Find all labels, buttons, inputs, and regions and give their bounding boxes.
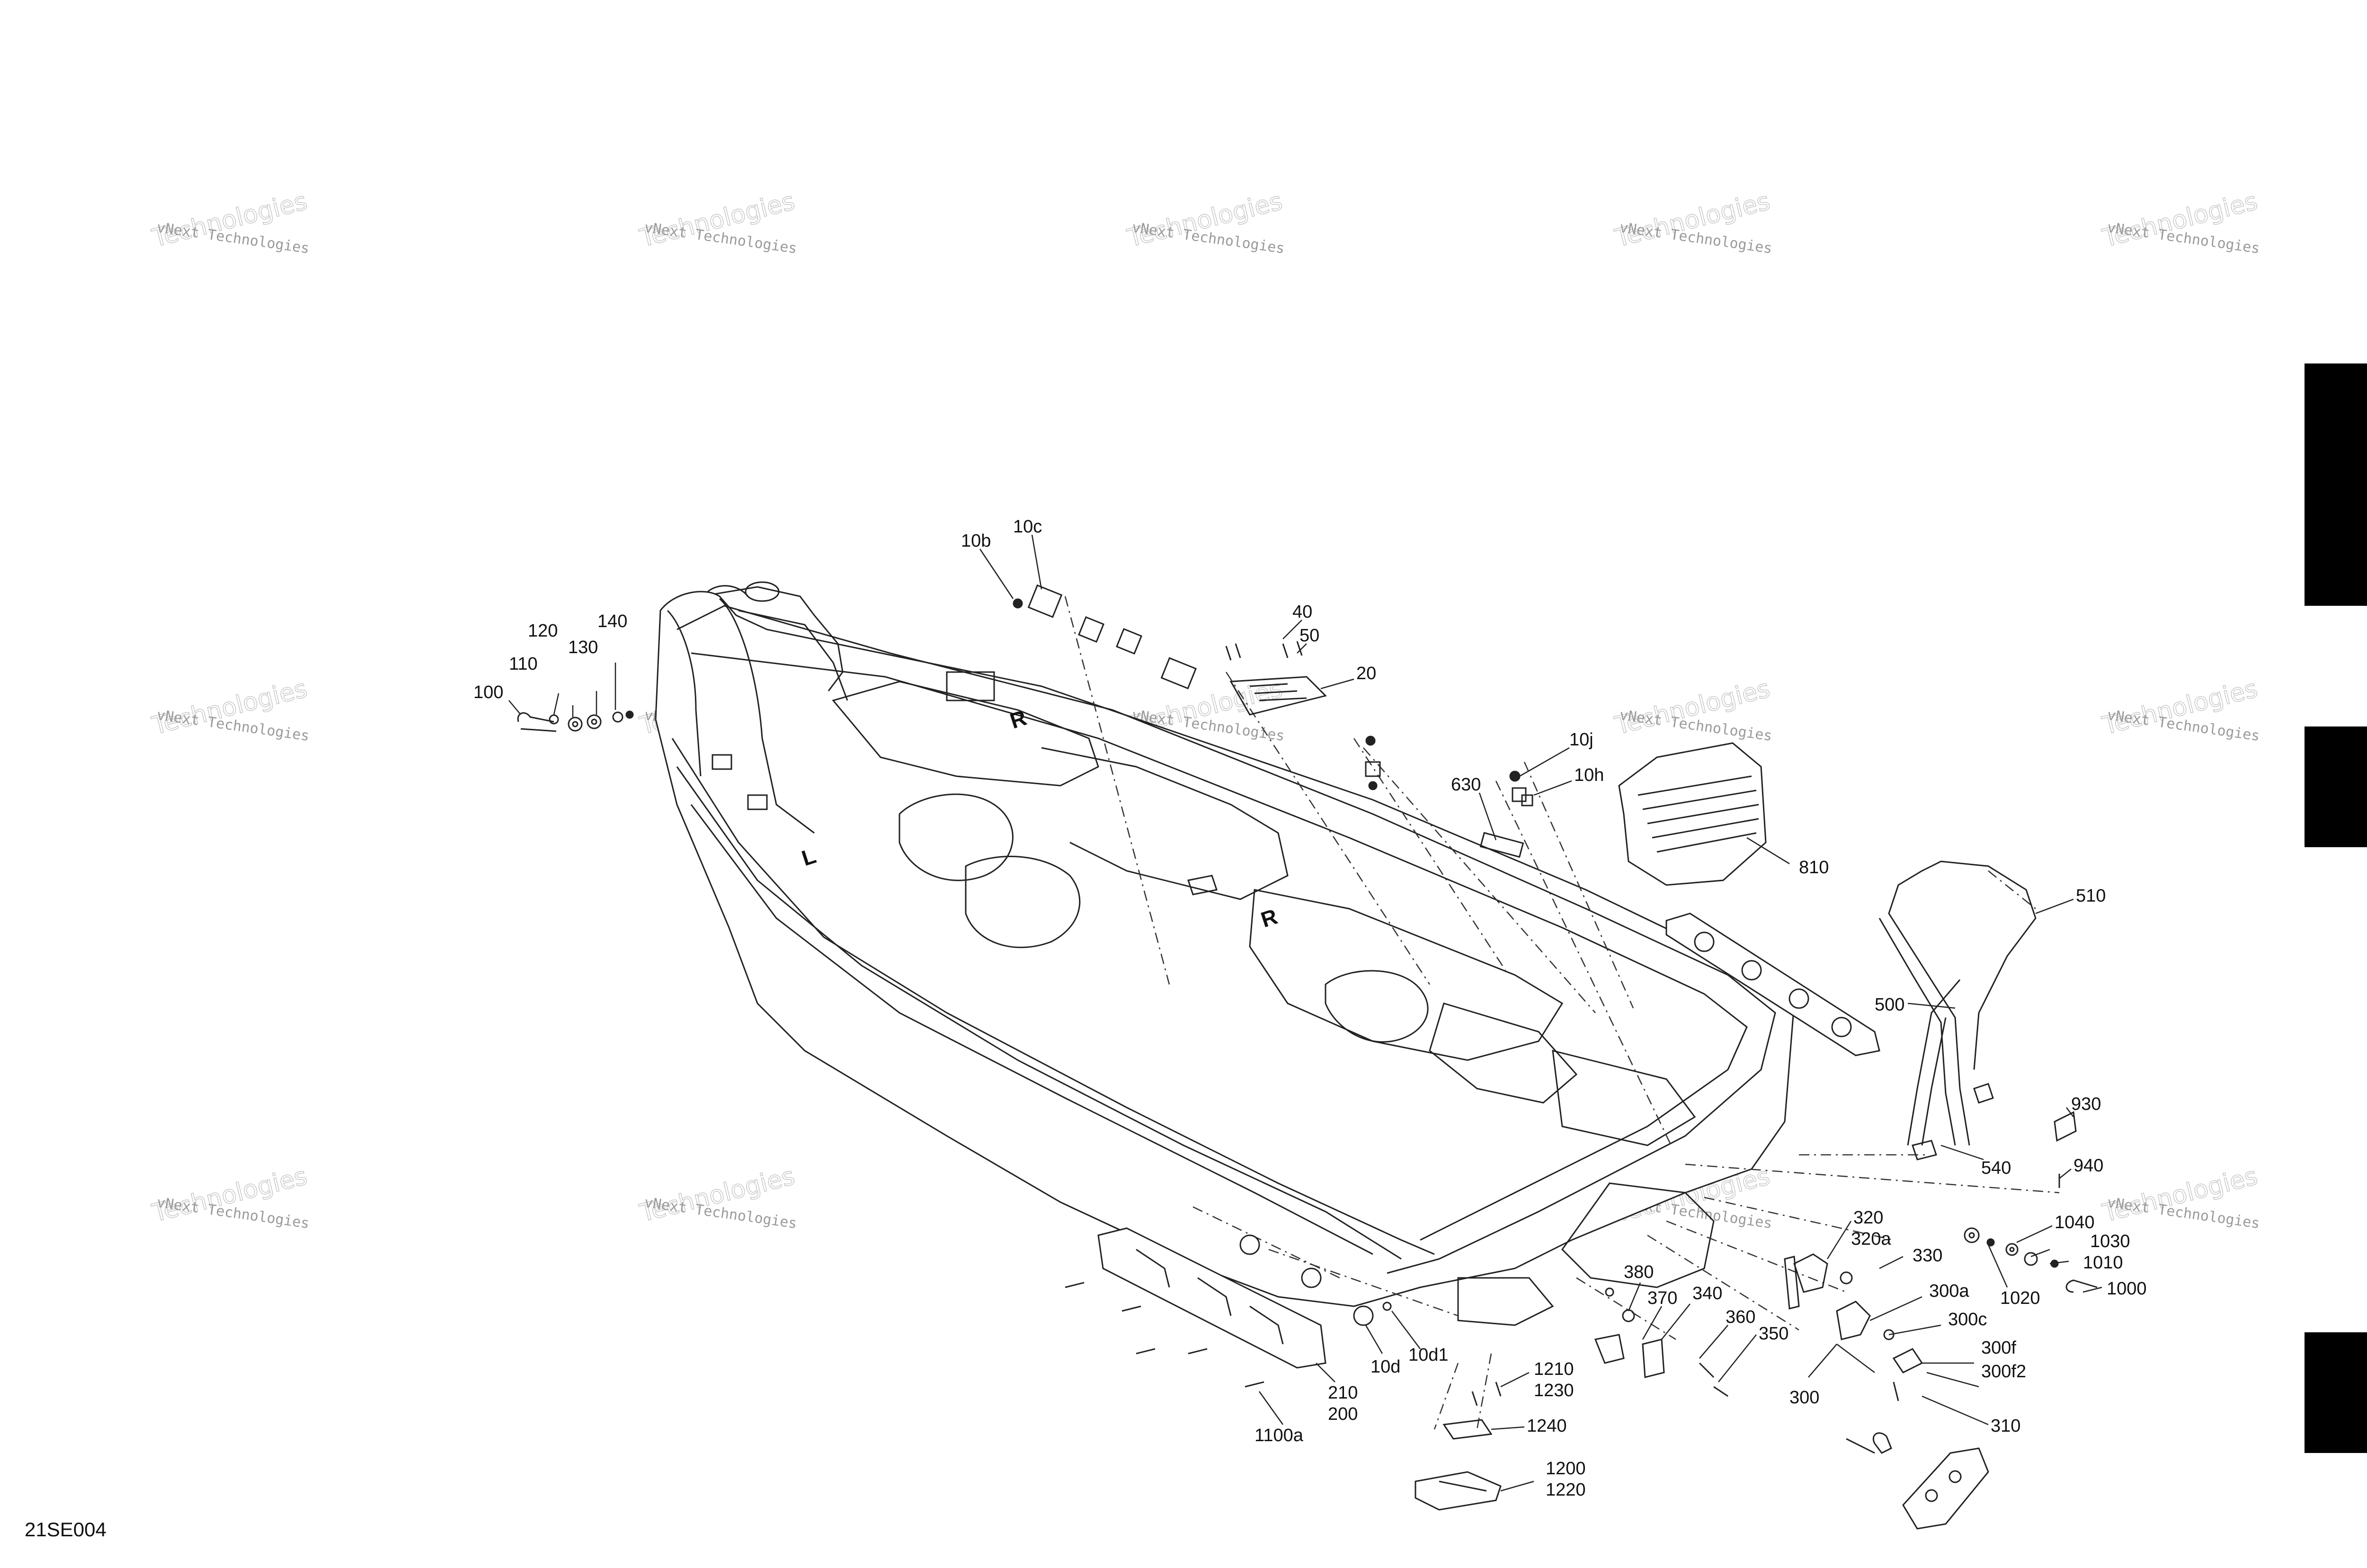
callout-1220: 1220 bbox=[1546, 1480, 1586, 1500]
callout-130: 130 bbox=[568, 638, 598, 657]
hull bbox=[655, 581, 1795, 1326]
part-340-bracket[interactable] bbox=[1594, 1287, 1728, 1397]
section-tab-1 bbox=[2305, 363, 2367, 606]
callout-1020: 1020 bbox=[2000, 1288, 2040, 1308]
callout-labels: 10b 10c 40 50 20 140 120 130 110 100 10j… bbox=[473, 517, 2147, 1500]
part-110-120-130-washers[interactable] bbox=[549, 710, 634, 732]
part-1000-1040-fasteners[interactable] bbox=[1964, 1227, 2098, 1293]
part-10j-10h-nuts[interactable] bbox=[1365, 735, 1533, 806]
callout-1200: 1200 bbox=[1546, 1459, 1586, 1479]
callout-360: 360 bbox=[1726, 1307, 1755, 1327]
assembly-lines bbox=[1064, 596, 2060, 1430]
callout-10c: 10c bbox=[1013, 517, 1042, 537]
diagram-code: 21SE004 bbox=[25, 1518, 107, 1541]
part-1100a-screws[interactable] bbox=[1065, 1282, 1264, 1388]
part-630-plate[interactable] bbox=[1479, 832, 1524, 858]
part-540-clip[interactable] bbox=[1912, 1083, 1994, 1160]
callout-1000: 1000 bbox=[2107, 1279, 2147, 1299]
callout-300: 300 bbox=[1789, 1388, 1819, 1408]
part-side-rail[interactable] bbox=[1665, 912, 1880, 1056]
callout-500: 500 bbox=[1875, 995, 1904, 1015]
callout-1240: 1240 bbox=[1527, 1416, 1567, 1436]
part-10b-10c-grommets[interactable] bbox=[1013, 584, 1197, 690]
callout-1030: 1030 bbox=[2090, 1231, 2130, 1251]
callout-320: 320 bbox=[1853, 1208, 1883, 1228]
callout-1210: 1210 bbox=[1534, 1359, 1574, 1379]
callout-940: 940 bbox=[2073, 1156, 2103, 1176]
leader-lines bbox=[508, 534, 2102, 1492]
callout-300f2: 300f2 bbox=[1981, 1362, 2026, 1382]
callout-140: 140 bbox=[597, 611, 627, 631]
part-500-510-handle[interactable] bbox=[1878, 860, 2037, 1146]
part-10d-10d1-fasteners[interactable] bbox=[1239, 1234, 1392, 1326]
callout-300c: 300c bbox=[1948, 1310, 1987, 1329]
callout-20: 20 bbox=[1356, 664, 1376, 683]
callout-350: 350 bbox=[1759, 1324, 1789, 1344]
part-100-hook[interactable] bbox=[517, 712, 557, 732]
callout-10h: 10h bbox=[1574, 765, 1604, 785]
callout-930: 930 bbox=[2071, 1094, 2101, 1114]
callout-310: 310 bbox=[1991, 1416, 2020, 1436]
callout-1100a: 1100a bbox=[1255, 1426, 1304, 1445]
callout-10j: 10j bbox=[1569, 730, 1593, 750]
callout-320a: 320a bbox=[1851, 1229, 1891, 1249]
section-tab-3 bbox=[2305, 1332, 2367, 1453]
callout-630: 630 bbox=[1451, 775, 1481, 795]
callout-540: 540 bbox=[1981, 1158, 2011, 1178]
part-300-assembly[interactable] bbox=[1793, 1253, 1923, 1454]
callout-300a: 300a bbox=[1929, 1281, 1969, 1301]
callout-370: 370 bbox=[1647, 1288, 1677, 1308]
callout-110: 110 bbox=[509, 654, 538, 674]
callout-10b: 10b bbox=[961, 531, 991, 551]
callout-210: 210 bbox=[1328, 1383, 1358, 1403]
part-1200-1220-intake-grate[interactable] bbox=[1415, 1471, 1502, 1511]
callout-10d1: 10d1 bbox=[1408, 1345, 1449, 1365]
part-1210-1230-screws[interactable] bbox=[1471, 1382, 1502, 1406]
callout-100: 100 bbox=[473, 682, 503, 702]
callout-40: 40 bbox=[1292, 602, 1312, 622]
callout-1040: 1040 bbox=[2055, 1213, 2095, 1232]
callout-300f: 300f bbox=[1981, 1338, 2016, 1358]
callout-330: 330 bbox=[1913, 1246, 1942, 1266]
callout-810: 810 bbox=[1799, 858, 1829, 877]
part-1240-gasket[interactable] bbox=[1442, 1419, 1493, 1440]
part-810-storage-tray[interactable] bbox=[1618, 742, 1767, 886]
part-20-vent[interactable] bbox=[1225, 641, 1327, 716]
callout-10d: 10d bbox=[1370, 1357, 1400, 1377]
callout-380: 380 bbox=[1624, 1262, 1654, 1282]
callout-50: 50 bbox=[1299, 626, 1319, 646]
callout-200: 200 bbox=[1328, 1404, 1358, 1424]
callout-1230: 1230 bbox=[1534, 1381, 1574, 1400]
callout-340: 340 bbox=[1692, 1284, 1722, 1303]
part-bottom-plate[interactable] bbox=[1846, 1438, 1989, 1530]
callout-510: 510 bbox=[2076, 886, 2106, 906]
callout-120: 120 bbox=[528, 621, 558, 641]
part-930-bracket[interactable] bbox=[2054, 1111, 2077, 1188]
section-tab-2 bbox=[2305, 726, 2367, 847]
part-320-fitting[interactable] bbox=[1784, 1256, 1800, 1310]
part-200-210-rub-rail[interactable] bbox=[1097, 1227, 1326, 1369]
callout-1010: 1010 bbox=[2083, 1253, 2123, 1273]
